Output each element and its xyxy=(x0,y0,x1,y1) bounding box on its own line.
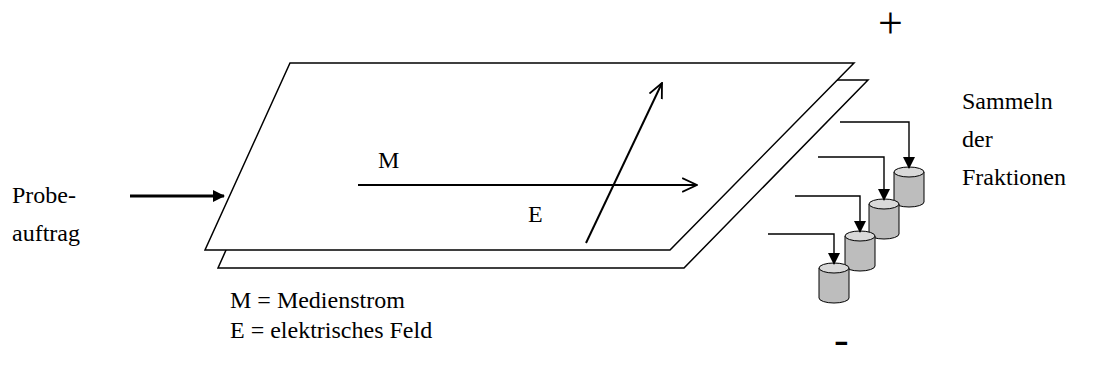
legend-note: M = Medienstrom xyxy=(230,286,405,315)
collection-tube xyxy=(894,167,924,207)
collection-label: Sammeln der Fraktionen xyxy=(962,82,1066,196)
outlet-line xyxy=(768,234,834,264)
sample-label: Probe- auftrag xyxy=(12,176,80,252)
outlet-line xyxy=(840,122,909,168)
collection-tube xyxy=(869,199,899,239)
fraction-outlets xyxy=(768,122,924,303)
field-symbol: E xyxy=(528,200,543,229)
polarity-sign: + xyxy=(878,2,903,46)
collection-tube xyxy=(845,231,875,271)
collection-tube xyxy=(819,263,849,303)
outlet-line xyxy=(818,157,884,200)
field-arrow xyxy=(586,83,662,243)
front-plate xyxy=(205,63,854,250)
sample-arrow xyxy=(130,195,224,198)
flow-arrow xyxy=(358,184,697,186)
polarity-sign: - xyxy=(834,318,849,362)
legend-note: E = elektrisches Feld xyxy=(230,316,432,345)
flow-symbol: M xyxy=(378,146,399,175)
outlet-line xyxy=(795,196,860,232)
